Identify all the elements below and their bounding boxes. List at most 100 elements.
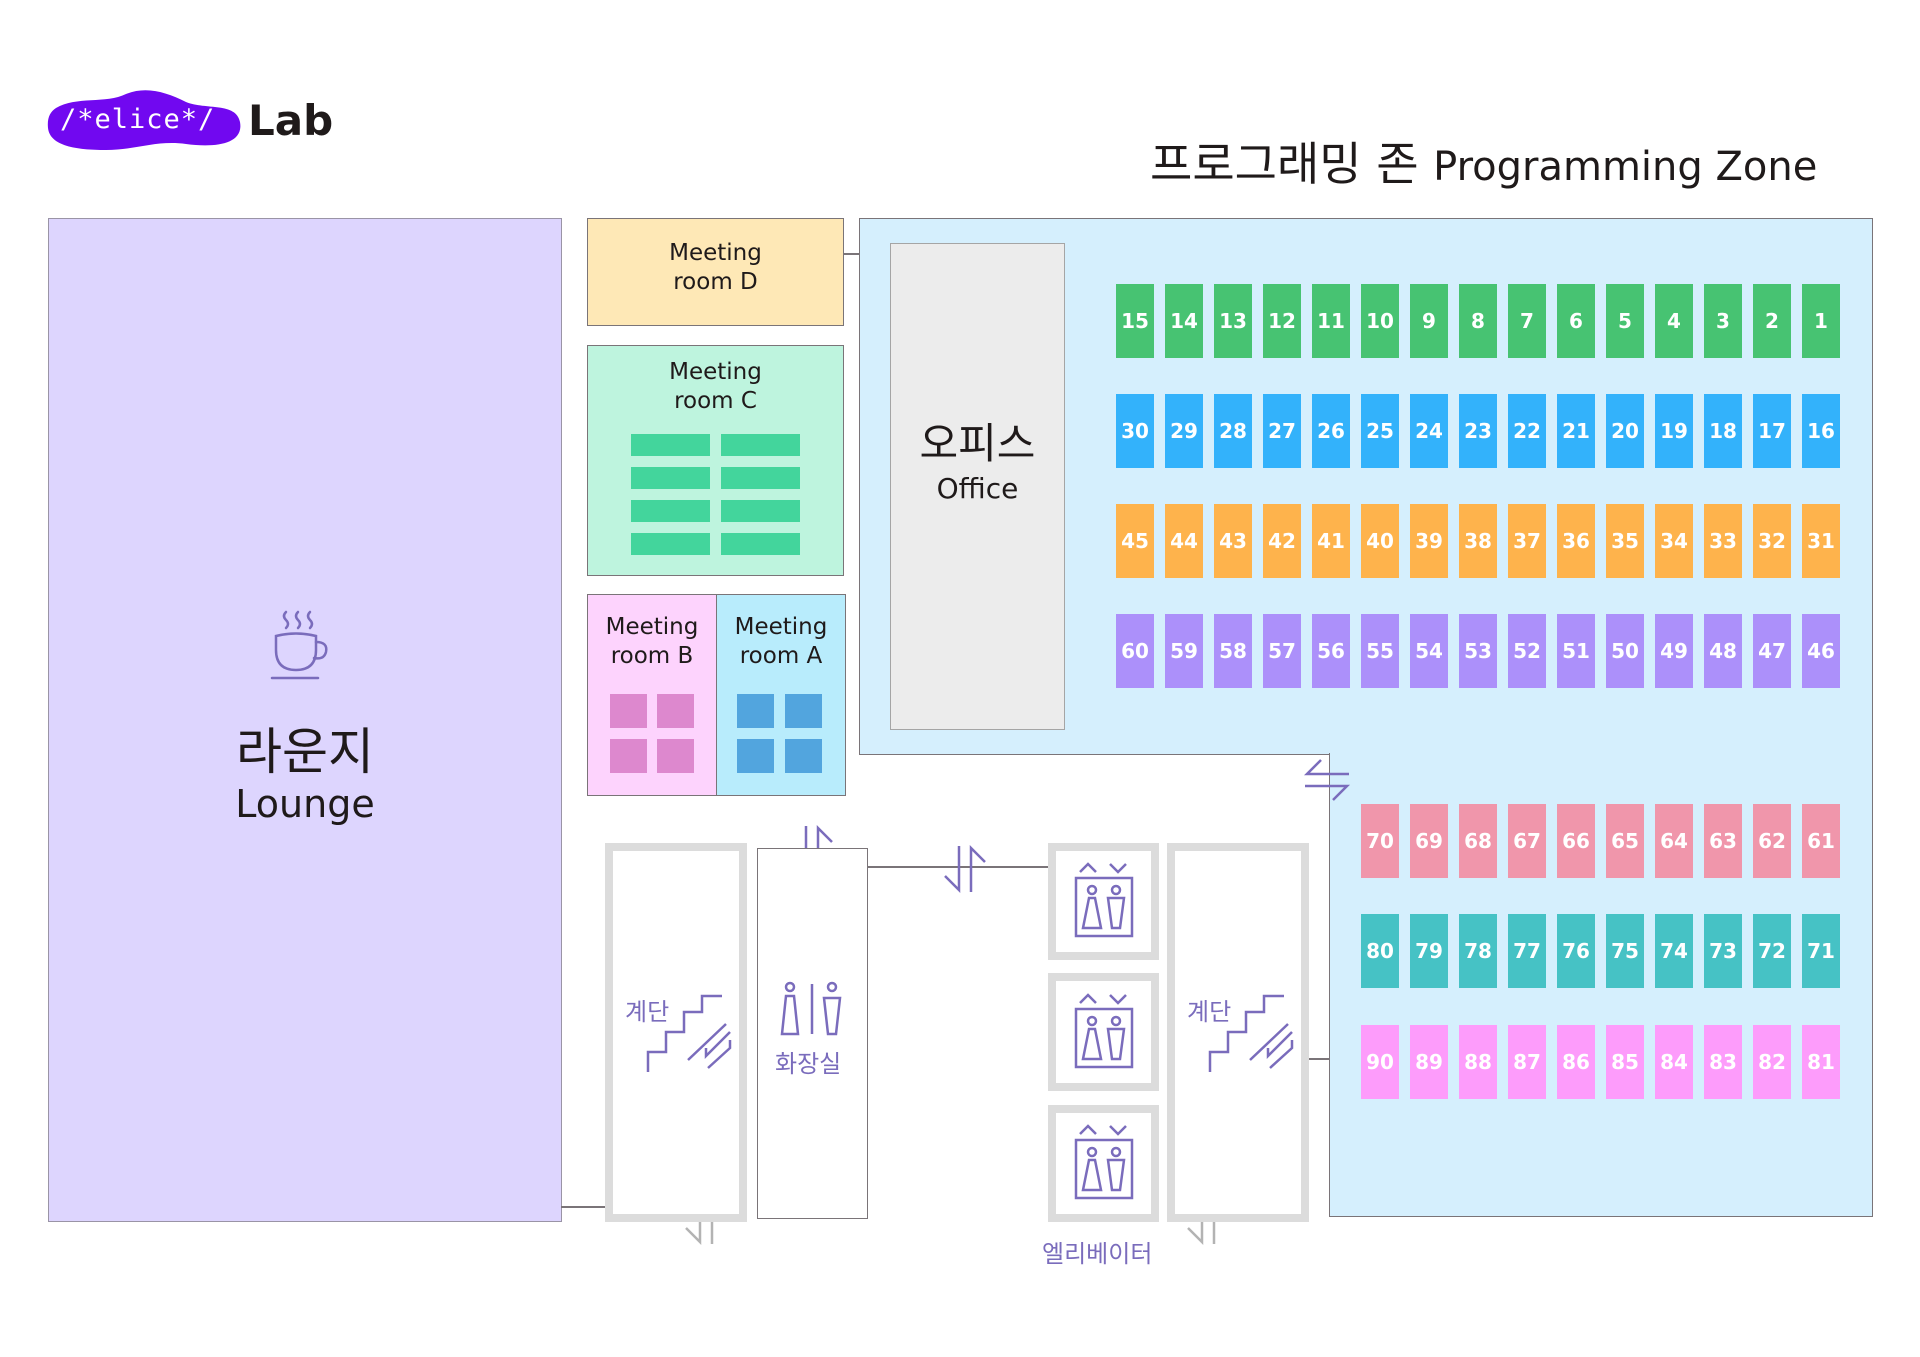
seat-57[interactable]: 57 [1263, 614, 1301, 688]
seat-6[interactable]: 6 [1557, 284, 1595, 358]
seat-62[interactable]: 62 [1753, 804, 1791, 878]
seat-73[interactable]: 73 [1704, 914, 1742, 988]
seat-54[interactable]: 54 [1410, 614, 1448, 688]
seat-27[interactable]: 27 [1263, 394, 1301, 468]
seat-37[interactable]: 37 [1508, 504, 1546, 578]
seat-39[interactable]: 39 [1410, 504, 1448, 578]
seat-40[interactable]: 40 [1361, 504, 1399, 578]
seat-86[interactable]: 86 [1557, 1025, 1595, 1099]
seat-9[interactable]: 9 [1410, 284, 1448, 358]
seat-90[interactable]: 90 [1361, 1025, 1399, 1099]
seat-53[interactable]: 53 [1459, 614, 1497, 688]
seat-12[interactable]: 12 [1263, 284, 1301, 358]
seat-69[interactable]: 69 [1410, 804, 1448, 878]
seat-3[interactable]: 3 [1704, 284, 1742, 358]
seat-30[interactable]: 30 [1116, 394, 1154, 468]
seat-52[interactable]: 52 [1508, 614, 1546, 688]
elevator-2[interactable] [1048, 973, 1159, 1091]
seat-23[interactable]: 23 [1459, 394, 1497, 468]
seat-76[interactable]: 76 [1557, 914, 1595, 988]
seat-22[interactable]: 22 [1508, 394, 1546, 468]
seat-33[interactable]: 33 [1704, 504, 1742, 578]
seat-42[interactable]: 42 [1263, 504, 1301, 578]
seat-59[interactable]: 59 [1165, 614, 1203, 688]
seat-18[interactable]: 18 [1704, 394, 1742, 468]
meeting-room-a[interactable]: Meeting room A [716, 594, 846, 796]
seat-5[interactable]: 5 [1606, 284, 1644, 358]
seat-82[interactable]: 82 [1753, 1025, 1791, 1099]
seat-7[interactable]: 7 [1508, 284, 1546, 358]
seat-70[interactable]: 70 [1361, 804, 1399, 878]
seat-26[interactable]: 26 [1312, 394, 1350, 468]
seat-21[interactable]: 21 [1557, 394, 1595, 468]
seat-60[interactable]: 60 [1116, 614, 1154, 688]
seat-49[interactable]: 49 [1655, 614, 1693, 688]
office-room[interactable] [890, 243, 1065, 730]
seat-55[interactable]: 55 [1361, 614, 1399, 688]
seat-31[interactable]: 31 [1802, 504, 1840, 578]
seat-32[interactable]: 32 [1753, 504, 1791, 578]
seat-47[interactable]: 47 [1753, 614, 1791, 688]
seat-24[interactable]: 24 [1410, 394, 1448, 468]
seat-71[interactable]: 71 [1802, 914, 1840, 988]
meeting-room-d[interactable]: Meeting room D [587, 218, 844, 326]
seat-77[interactable]: 77 [1508, 914, 1546, 988]
seat-44[interactable]: 44 [1165, 504, 1203, 578]
seat-20[interactable]: 20 [1606, 394, 1644, 468]
seat-14[interactable]: 14 [1165, 284, 1203, 358]
seat-61[interactable]: 61 [1802, 804, 1840, 878]
seat-17[interactable]: 17 [1753, 394, 1791, 468]
seat-68[interactable]: 68 [1459, 804, 1497, 878]
elevator-1[interactable] [1048, 843, 1159, 960]
elevator-3[interactable] [1048, 1105, 1159, 1222]
seat-35[interactable]: 35 [1606, 504, 1644, 578]
seat-38[interactable]: 38 [1459, 504, 1497, 578]
seat-34[interactable]: 34 [1655, 504, 1693, 578]
seat-45[interactable]: 45 [1116, 504, 1154, 578]
meeting-room-b[interactable]: Meeting room B [587, 594, 717, 796]
seat-87[interactable]: 87 [1508, 1025, 1546, 1099]
seat-64[interactable]: 64 [1655, 804, 1693, 878]
seat-16[interactable]: 16 [1802, 394, 1840, 468]
seat-83[interactable]: 83 [1704, 1025, 1742, 1099]
seat-36[interactable]: 36 [1557, 504, 1595, 578]
seat-8[interactable]: 8 [1459, 284, 1497, 358]
seat-28[interactable]: 28 [1214, 394, 1252, 468]
seat-81[interactable]: 81 [1802, 1025, 1840, 1099]
seat-79[interactable]: 79 [1410, 914, 1448, 988]
seat-50[interactable]: 50 [1606, 614, 1644, 688]
seat-89[interactable]: 89 [1410, 1025, 1448, 1099]
seat-88[interactable]: 88 [1459, 1025, 1497, 1099]
seat-29[interactable]: 29 [1165, 394, 1203, 468]
lounge-area[interactable] [48, 218, 562, 1222]
seat-74[interactable]: 74 [1655, 914, 1693, 988]
seat-63[interactable]: 63 [1704, 804, 1742, 878]
seat-84[interactable]: 84 [1655, 1025, 1693, 1099]
seat-65[interactable]: 65 [1606, 804, 1644, 878]
seat-19[interactable]: 19 [1655, 394, 1693, 468]
seat-2[interactable]: 2 [1753, 284, 1791, 358]
seat-58[interactable]: 58 [1214, 614, 1252, 688]
seat-41[interactable]: 41 [1312, 504, 1350, 578]
seat-46[interactable]: 46 [1802, 614, 1840, 688]
seat-48[interactable]: 48 [1704, 614, 1742, 688]
meeting-room-c[interactable]: Meeting room C [587, 345, 844, 576]
seat-75[interactable]: 75 [1606, 914, 1644, 988]
seat-85[interactable]: 85 [1606, 1025, 1644, 1099]
seat-15[interactable]: 15 [1116, 284, 1154, 358]
seat-78[interactable]: 78 [1459, 914, 1497, 988]
seat-66[interactable]: 66 [1557, 804, 1595, 878]
seat-72[interactable]: 72 [1753, 914, 1791, 988]
restroom-label: 화장실 [775, 1050, 842, 1078]
seat-10[interactable]: 10 [1361, 284, 1399, 358]
seat-1[interactable]: 1 [1802, 284, 1840, 358]
seat-13[interactable]: 13 [1214, 284, 1252, 358]
seat-56[interactable]: 56 [1312, 614, 1350, 688]
seat-11[interactable]: 11 [1312, 284, 1350, 358]
seat-25[interactable]: 25 [1361, 394, 1399, 468]
seat-4[interactable]: 4 [1655, 284, 1693, 358]
seat-51[interactable]: 51 [1557, 614, 1595, 688]
seat-80[interactable]: 80 [1361, 914, 1399, 988]
seat-43[interactable]: 43 [1214, 504, 1252, 578]
seat-67[interactable]: 67 [1508, 804, 1546, 878]
